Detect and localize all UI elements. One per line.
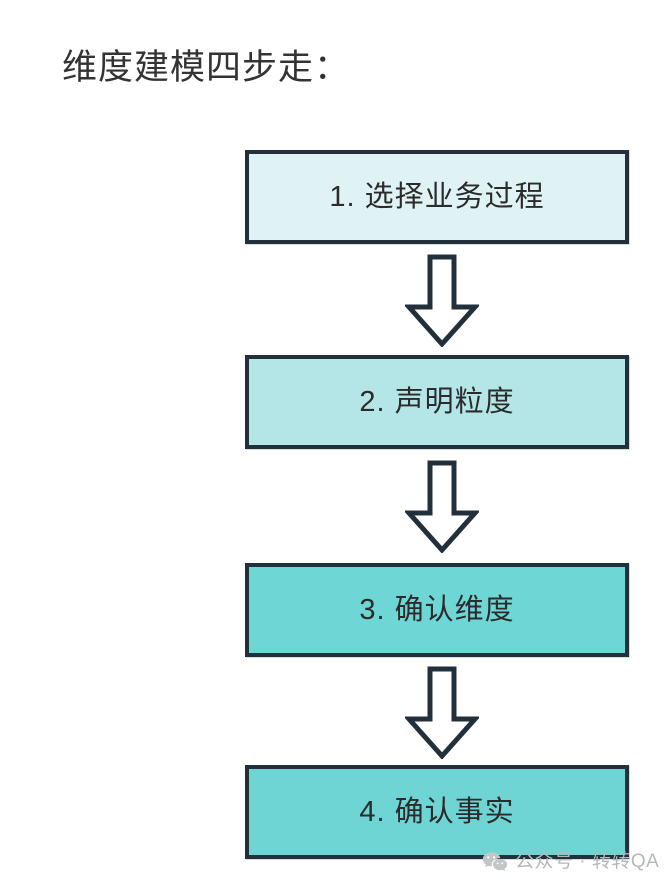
flow-node-label: 4. 确认事实 bbox=[359, 796, 515, 828]
watermark: 公众号 · 转转QA bbox=[482, 851, 659, 873]
page-title: 维度建模四步走： bbox=[62, 48, 351, 87]
flow-node-step-4: 4. 确认事实 bbox=[245, 765, 629, 859]
flow-node-step-2: 2. 声明粒度 bbox=[245, 355, 629, 449]
flow-node-step-3: 3. 确认维度 bbox=[245, 563, 629, 657]
down-arrow-icon bbox=[405, 460, 479, 553]
down-arrow-icon bbox=[405, 254, 479, 347]
flowchart: 1. 选择业务过程 2. 声明粒度 3. 确认维度 bbox=[245, 150, 629, 859]
flow-node-label: 3. 确认维度 bbox=[359, 594, 515, 626]
flow-node-label: 2. 声明粒度 bbox=[359, 386, 515, 418]
watermark-text: 公众号 · 转转QA bbox=[515, 851, 660, 872]
down-arrow-icon bbox=[405, 666, 479, 759]
flow-node-label: 1. 选择业务过程 bbox=[329, 181, 545, 213]
wechat-icon bbox=[482, 852, 508, 872]
flow-node-step-1: 1. 选择业务过程 bbox=[245, 150, 629, 244]
